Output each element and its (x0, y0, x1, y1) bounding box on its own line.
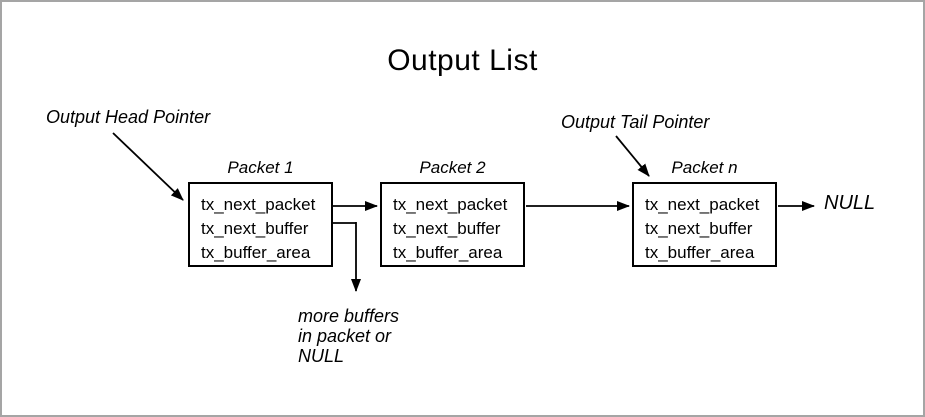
packet-1-label: Packet 1 (227, 158, 294, 177)
head-pointer-arrow (112, 132, 184, 201)
output-tail-pointer-label: Output Tail Pointer (561, 112, 710, 132)
output-head-pointer-label: Output Head Pointer (46, 107, 211, 127)
packet-field-tx-buffer-area: tx_buffer_area (201, 243, 311, 262)
packet-n: Packet n tx_next_packet tx_next_buffer t… (632, 155, 777, 267)
packet-2-label: Packet 2 (419, 158, 486, 177)
more-buffers-note: more buffers in packet or NULL (298, 306, 400, 366)
packet-1: Packet 1 tx_next_packet tx_next_buffer t… (188, 155, 333, 267)
packet-field-tx-next-packet: tx_next_packet (393, 195, 508, 214)
packet-field-tx-next-packet: tx_next_packet (645, 195, 760, 214)
packet-field-tx-next-packet: tx_next_packet (201, 195, 316, 214)
packet-2: Packet 2 tx_next_packet tx_next_buffer t… (380, 155, 525, 267)
packet-1-box: tx_next_packet tx_next_buffer tx_buffer_… (188, 182, 333, 267)
packet-2-box: tx_next_packet tx_next_buffer tx_buffer_… (380, 182, 525, 267)
packet-field-tx-buffer-area: tx_buffer_area (645, 243, 755, 262)
packet-field-tx-next-buffer: tx_next_buffer (393, 219, 501, 238)
packet-field-tx-next-buffer: tx_next_buffer (645, 219, 753, 238)
null-terminator-label: NULL (824, 192, 876, 214)
packet-field-tx-buffer-area: tx_buffer_area (393, 243, 503, 262)
packet-n-box: tx_next_packet tx_next_buffer tx_buffer_… (632, 182, 777, 267)
packet-n-label: Packet n (671, 158, 738, 177)
diagram-title: Output List (387, 44, 538, 77)
packet-field-tx-next-buffer: tx_next_buffer (201, 219, 309, 238)
